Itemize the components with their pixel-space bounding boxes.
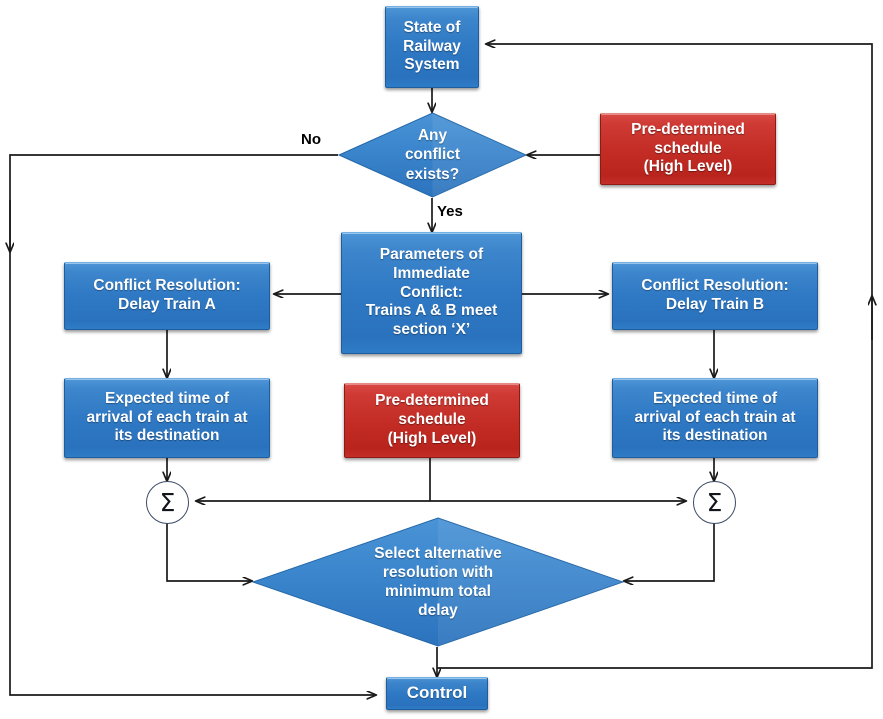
- node-any-conflict-exists-label: Any conflict exists?: [404, 127, 461, 183]
- node-any-conflict-exists[interactable]: Any conflict exists?: [338, 112, 527, 198]
- edge-sigma-left-to-select: [166, 523, 252, 581]
- node-select-alternative-resolution-label: Select alternative resolution with minim…: [374, 544, 502, 620]
- node-summation-right[interactable]: Σ: [693, 481, 736, 524]
- node-control[interactable]: Control: [386, 677, 488, 710]
- node-conflict-resolution-delay-train-b[interactable]: Conflict Resolution: Delay Train B: [612, 262, 818, 330]
- edge-label-yes: Yes: [437, 203, 463, 220]
- edge-sigma-right-to-select: [624, 523, 715, 581]
- edge-label-no: No: [301, 131, 321, 148]
- node-conflict-resolution-delay-train-a[interactable]: Conflict Resolution: Delay Train A: [64, 262, 270, 330]
- node-expected-time-left[interactable]: Expected time of arrival of each train a…: [64, 378, 270, 458]
- node-select-alternative-resolution[interactable]: Select alternative resolution with minim…: [252, 517, 624, 647]
- node-summation-left[interactable]: Σ: [146, 481, 189, 524]
- node-predetermined-schedule-top[interactable]: Pre-determined schedule (High Level): [600, 113, 776, 185]
- node-parameters-of-immediate-conflict[interactable]: Parameters of Immediate Conflict: Trains…: [341, 232, 522, 354]
- node-predetermined-schedule-middle[interactable]: Pre-determined schedule (High Level): [344, 383, 520, 458]
- node-expected-time-right[interactable]: Expected time of arrival of each train a…: [612, 378, 818, 458]
- node-state-of-railway-system[interactable]: State of Railway System: [385, 6, 479, 88]
